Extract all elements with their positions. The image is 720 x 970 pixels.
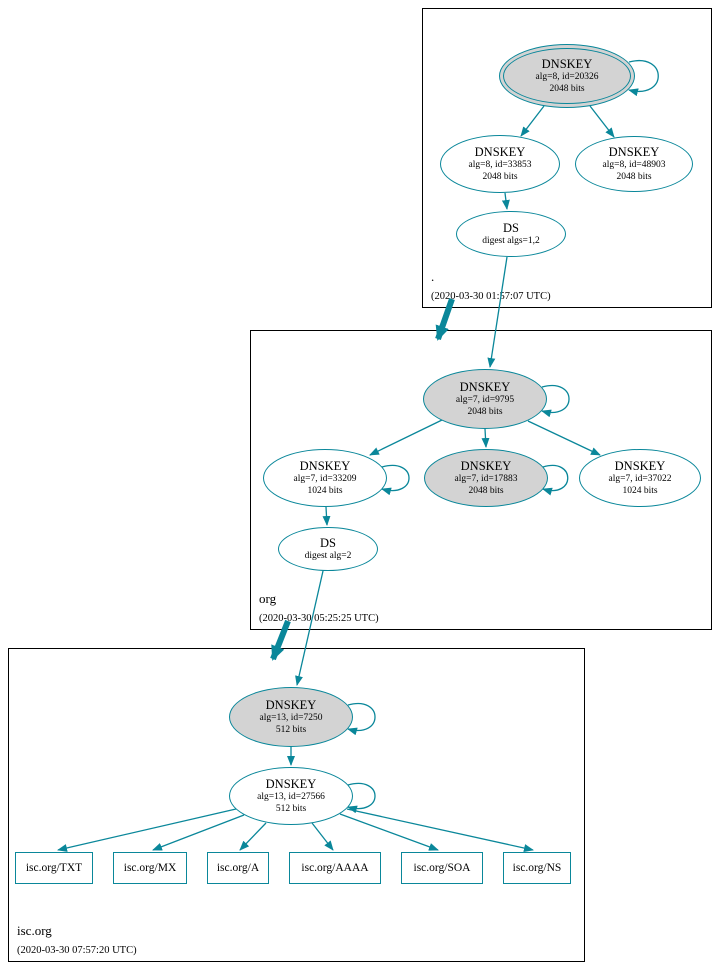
rrset-node-ns: isc.org/NS [503, 852, 571, 884]
zone-timestamp-root: (2020-03-30 01:57:07 UTC) [431, 291, 551, 302]
node-title: DNSKEY [460, 458, 512, 473]
ds-node-isc-org: DS digest alg=2 [278, 527, 378, 571]
node-detail: 512 bits [275, 725, 307, 735]
node-title: DNSKEY [265, 776, 317, 791]
node-title: DS [503, 220, 519, 235]
rrset-label: isc.org/A [216, 862, 260, 874]
node-title: DNSKEY [265, 697, 317, 712]
node-detail: alg=8, id=20326 [535, 71, 599, 82]
node-detail: 512 bits [275, 804, 307, 814]
node-detail: alg=7, id=17883 [454, 473, 518, 484]
dnskey-node-org-ksk-17883: DNSKEY alg=7, id=17883 2048 bits [424, 449, 548, 507]
node-detail: alg=7, id=9795 [455, 394, 515, 405]
zone-timestamp-isc-org: (2020-03-30 07:57:20 UTC) [17, 945, 137, 956]
rrset-label: isc.org/SOA [413, 862, 471, 874]
node-detail: alg=7, id=37022 [608, 473, 672, 484]
node-detail: 2048 bits [468, 486, 504, 496]
dnskey-node-isc-zsk-27566: DNSKEY alg=13, id=27566 512 bits [229, 767, 353, 825]
zone-label-org: org [259, 591, 277, 606]
rrset-node-soa: isc.org/SOA [401, 852, 483, 884]
node-detail: alg=8, id=48903 [602, 159, 666, 170]
node-title: DNSKEY [299, 458, 351, 473]
dnskey-node-org-zsk-37022: DNSKEY alg=7, id=37022 1024 bits [579, 449, 701, 507]
node-title: DNSKEY [459, 379, 511, 394]
rrset-label: isc.org/TXT [25, 862, 83, 874]
dnskey-node-org-ksk-9795: DNSKEY alg=7, id=9795 2048 bits [423, 369, 547, 429]
dnskey-node-root-zsk-33853: DNSKEY alg=8, id=33853 2048 bits [440, 135, 560, 193]
dnskey-node-isc-ksk-7250: DNSKEY alg=13, id=7250 512 bits [229, 687, 353, 747]
zone-timestamp-org: (2020-03-30 05:25:25 UTC) [259, 613, 379, 624]
rrset-node-mx: isc.org/MX [113, 852, 187, 884]
rrset-node-aaaa: isc.org/AAAA [289, 852, 381, 884]
node-title: DNSKEY [541, 56, 593, 71]
rrset-node-txt: isc.org/TXT [15, 852, 93, 884]
node-title: DNSKEY [474, 144, 526, 159]
node-detail: alg=7, id=33209 [293, 473, 357, 484]
dnskey-node-root-zsk-48903: DNSKEY alg=8, id=48903 2048 bits [575, 136, 693, 192]
dnskey-node-org-zsk-33209: DNSKEY alg=7, id=33209 1024 bits [263, 449, 387, 507]
node-detail: 2048 bits [549, 84, 585, 94]
node-detail: 1024 bits [307, 486, 343, 496]
node-detail: 2048 bits [467, 407, 503, 417]
ds-node-org: DS digest algs=1,2 [456, 211, 566, 257]
rrset-node-a: isc.org/A [207, 852, 269, 884]
node-detail: alg=8, id=33853 [468, 159, 532, 170]
node-detail: 2048 bits [616, 172, 652, 182]
node-title: DNSKEY [614, 458, 666, 473]
node-detail: 1024 bits [622, 486, 658, 496]
node-detail: digest alg=2 [304, 550, 352, 561]
rrset-label: isc.org/NS [512, 862, 562, 874]
node-detail: 2048 bits [482, 172, 518, 182]
node-detail: alg=13, id=27566 [257, 791, 325, 802]
dnskey-node-root-ksk-20326: DNSKEY alg=8, id=20326 2048 bits [499, 44, 635, 108]
zone-label-isc-org: isc.org [17, 923, 52, 938]
node-detail: digest algs=1,2 [482, 235, 540, 246]
node-title: DNSKEY [608, 144, 660, 159]
node-detail: alg=13, id=7250 [259, 712, 323, 723]
zone-label-root: . [431, 269, 435, 284]
node-title: DS [320, 535, 336, 550]
rrset-label: isc.org/AAAA [301, 862, 369, 874]
rrset-label: isc.org/MX [123, 862, 177, 874]
